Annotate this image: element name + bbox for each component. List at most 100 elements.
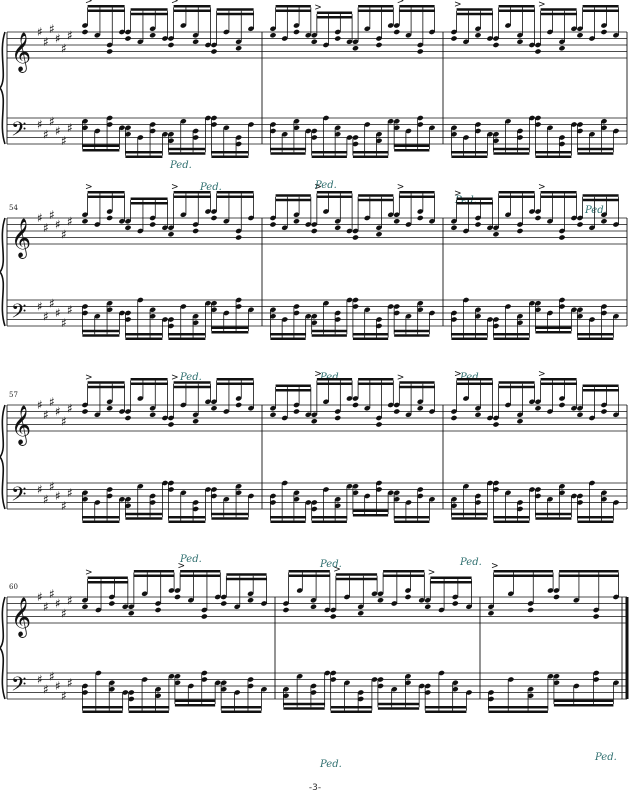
- system-brace: [0, 404, 6, 510]
- treble-clef-icon: 𝄞: [11, 405, 31, 446]
- notehead: [330, 677, 337, 682]
- beam: [577, 147, 614, 151]
- beam: [311, 329, 347, 333]
- notehead: [82, 118, 88, 124]
- notehead: [119, 310, 125, 316]
- notehead: [323, 399, 329, 405]
- notehead: [311, 412, 318, 418]
- beam: [451, 333, 488, 336]
- notehead: [248, 405, 254, 411]
- notehead: [247, 597, 254, 603]
- notehead: [417, 115, 424, 121]
- notehead: [352, 228, 359, 234]
- notehead: [162, 131, 168, 137]
- key-sharp: ♯: [37, 118, 43, 132]
- beam: [211, 512, 249, 516]
- beam: [316, 191, 353, 194]
- key-sharp: ♯: [55, 405, 61, 419]
- notehead: [371, 677, 378, 682]
- notehead: [211, 42, 217, 48]
- notehead: [334, 415, 341, 421]
- notehead: [613, 128, 619, 134]
- notehead: [270, 307, 276, 313]
- beam: [125, 512, 163, 516]
- beam: [226, 573, 267, 576]
- notehead: [122, 604, 129, 610]
- notehead: [205, 115, 211, 121]
- accent-mark: >: [491, 562, 499, 572]
- beam: [358, 5, 394, 8]
- notehead: [95, 670, 102, 676]
- notehead: [192, 418, 199, 424]
- notehead: [155, 601, 162, 606]
- notehead: [162, 225, 168, 231]
- notehead: [125, 36, 131, 41]
- beam: [540, 195, 577, 198]
- bass-clef-icon: 𝄢: [11, 118, 26, 146]
- notehead: [311, 313, 318, 319]
- beam: [125, 333, 163, 336]
- notehead: [82, 402, 88, 408]
- notehead: [311, 222, 318, 227]
- beam: [216, 195, 254, 198]
- accent-mark: >: [85, 183, 93, 193]
- notehead: [573, 683, 580, 689]
- notehead: [223, 310, 230, 316]
- notehead: [311, 500, 318, 505]
- notehead: [357, 690, 364, 695]
- accent-mark: >: [85, 373, 93, 383]
- beam: [456, 202, 493, 205]
- notehead: [94, 128, 101, 134]
- notehead: [387, 402, 394, 408]
- notehead: [223, 125, 230, 131]
- notehead: [352, 39, 359, 45]
- beam: [582, 198, 619, 202]
- beam: [498, 381, 535, 384]
- notehead: [547, 673, 554, 679]
- notehead: [405, 313, 412, 319]
- notehead: [364, 122, 371, 127]
- notehead: [451, 310, 457, 316]
- accent-mark: >: [454, 0, 462, 10]
- notehead: [488, 696, 494, 702]
- notehead: [311, 135, 318, 140]
- notehead: [192, 32, 199, 38]
- beam: [133, 570, 175, 573]
- notehead: [593, 607, 600, 613]
- notehead: [293, 29, 300, 35]
- key-sharp: ♯: [61, 689, 67, 703]
- notehead: [571, 26, 577, 32]
- notehead: [517, 135, 523, 140]
- notehead: [417, 122, 424, 127]
- beam: [125, 517, 163, 520]
- notehead: [571, 405, 577, 411]
- notehead: [493, 131, 499, 137]
- accent-mark: >: [538, 370, 546, 380]
- notehead: [168, 323, 174, 329]
- beam: [168, 147, 206, 151]
- notehead: [119, 496, 125, 502]
- beam: [425, 710, 467, 713]
- key-sharp: ♯: [43, 35, 49, 49]
- accent-mark: >: [397, 183, 405, 193]
- notehead: [201, 677, 208, 682]
- notehead: [149, 222, 156, 227]
- beam: [540, 378, 577, 381]
- beam: [168, 516, 206, 519]
- notehead: [180, 23, 187, 28]
- pedal-mark: Ped.: [319, 559, 342, 570]
- notehead: [405, 222, 412, 227]
- beam: [216, 378, 254, 381]
- notehead: [463, 135, 469, 140]
- notehead: [505, 304, 511, 309]
- notehead: [305, 128, 312, 134]
- pedal-mark: Ped.: [594, 752, 617, 763]
- notehead: [311, 228, 318, 234]
- notehead: [235, 490, 242, 496]
- notehead: [82, 218, 88, 224]
- notehead: [573, 597, 580, 603]
- notehead: [334, 225, 341, 231]
- notehead: [106, 215, 113, 221]
- notehead: [125, 415, 131, 421]
- notehead: [168, 415, 174, 421]
